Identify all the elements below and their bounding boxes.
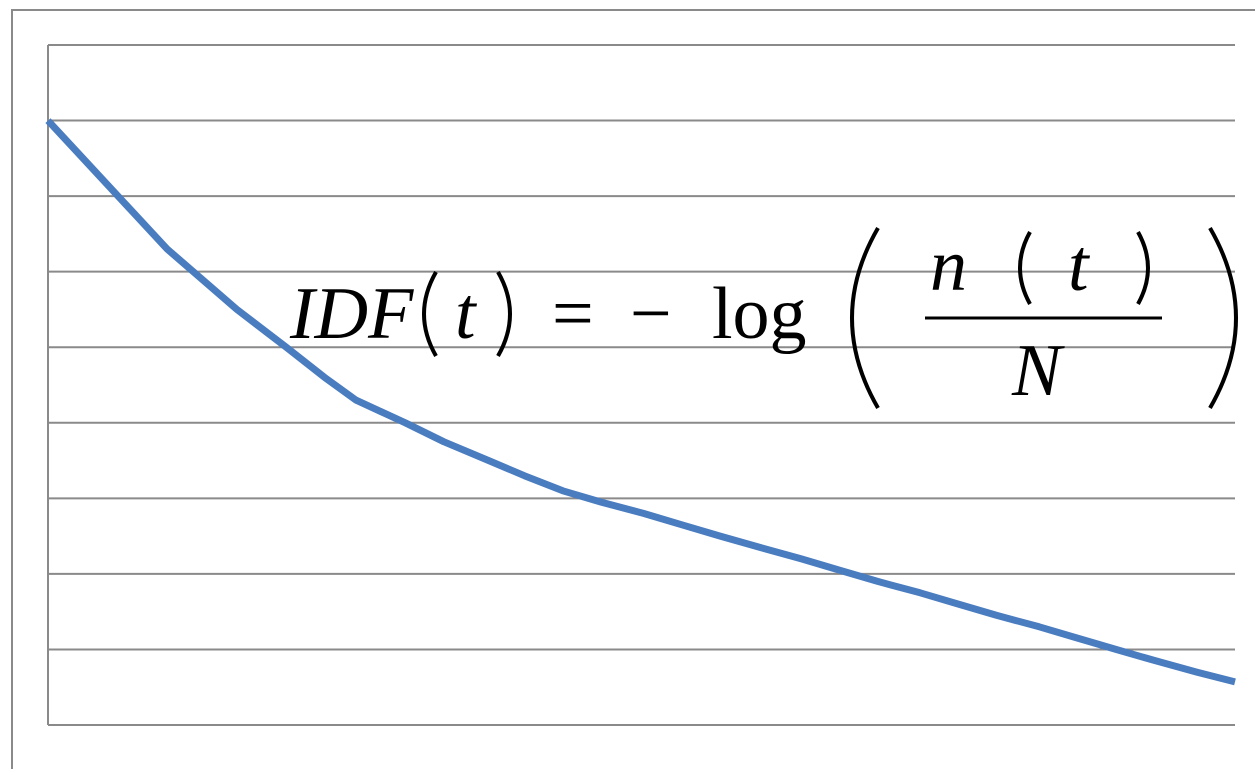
idf-series-line bbox=[45, 118, 1236, 686]
idf-formula: IDF t = − log n t N bbox=[289, 225, 1238, 412]
formula-paren-right-1 bbox=[496, 271, 512, 357]
formula-paren-left-1 bbox=[422, 271, 438, 357]
formula-minus: − bbox=[630, 273, 672, 355]
grid-lines bbox=[48, 44, 1235, 726]
formula-paren-right-2 bbox=[1136, 231, 1150, 305]
formula-numerator-t: t bbox=[1068, 225, 1091, 307]
formula-idf: IDF bbox=[289, 273, 414, 355]
formula-big-paren-left bbox=[850, 227, 880, 409]
formula-big-paren-right bbox=[1208, 227, 1238, 409]
formula-numerator-n: n bbox=[930, 225, 967, 307]
formula-denominator-n: N bbox=[1011, 330, 1065, 412]
formula-log: log bbox=[712, 273, 807, 355]
chart-frame bbox=[11, 9, 1255, 769]
formula-paren-left-2 bbox=[1018, 231, 1032, 305]
formula-var-t: t bbox=[455, 273, 478, 355]
formula-equals: = bbox=[552, 273, 594, 355]
